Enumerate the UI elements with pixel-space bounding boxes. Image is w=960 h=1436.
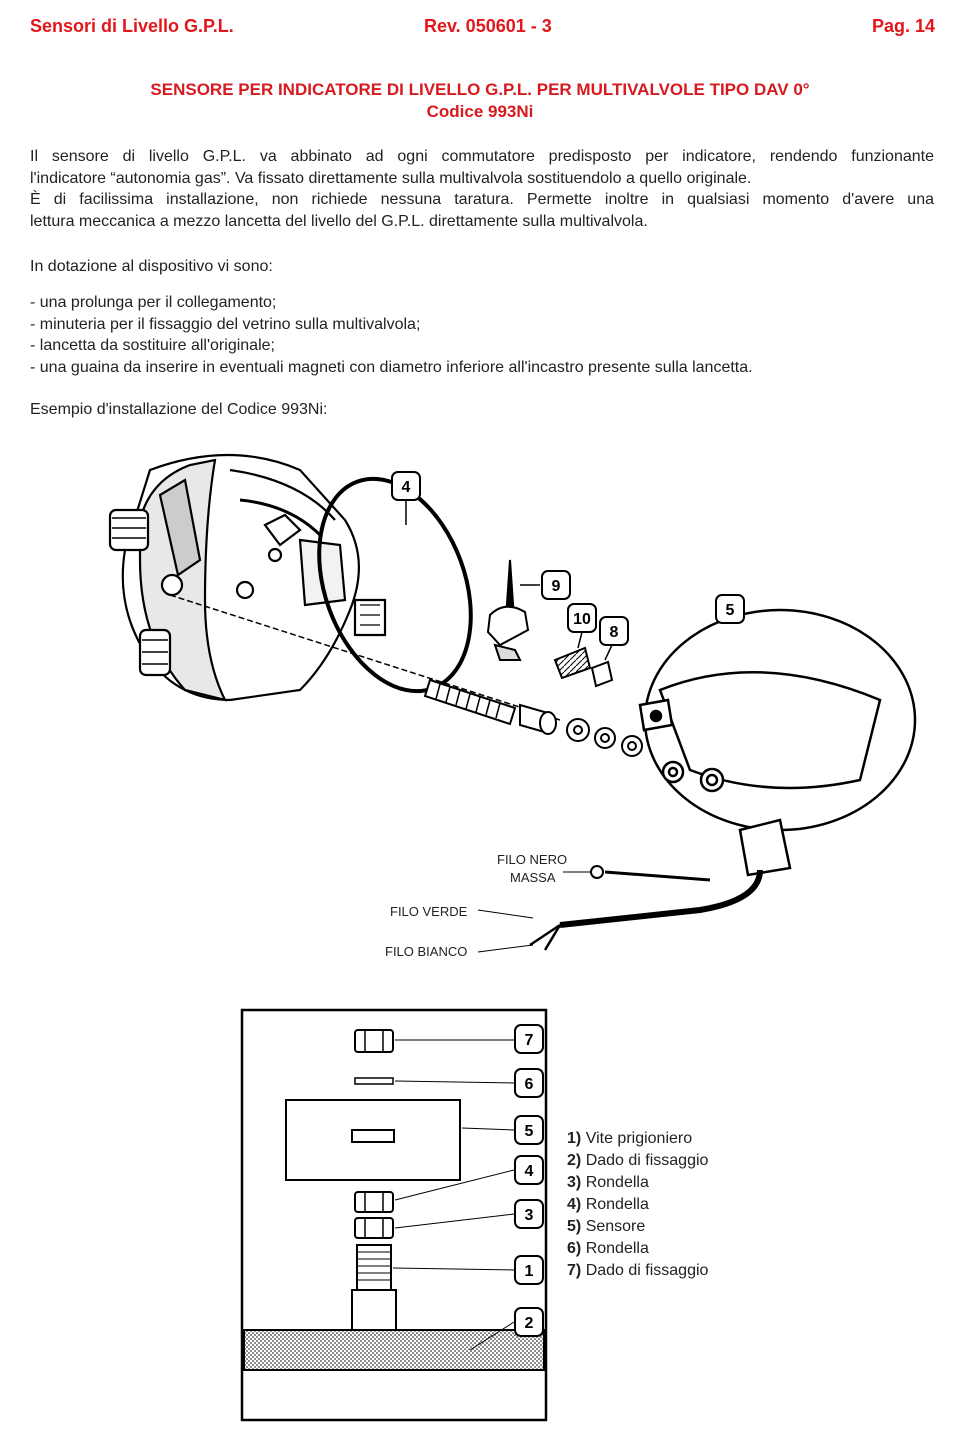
- intro-line: l'indicatore “autonomia gas”. Va fissato…: [30, 169, 752, 187]
- intro-line: È di facilissima installazione, non rich…: [30, 191, 934, 208]
- list-item: - una guaina da inserire in eventuali ma…: [30, 358, 753, 376]
- wire-label-ground: MASSA: [510, 870, 556, 885]
- callout-5b-label: 5: [525, 1123, 534, 1140]
- legend-item: 5) Sensore: [567, 1218, 646, 1235]
- parts-legend: 1) Vite prigioniero 2) Dado di fissaggio…: [567, 1128, 708, 1282]
- ground-terminal: [590, 865, 604, 879]
- callout-10-label: 10: [573, 611, 591, 628]
- magnet-pin: [590, 660, 614, 688]
- legend-item: 7) Dado di fissaggio: [567, 1262, 709, 1279]
- sheath: [553, 646, 592, 680]
- wire-label-black: FILO NERO: [497, 852, 568, 867]
- list-item: - una prolunga per il collegamento;: [30, 294, 277, 311]
- kit-heading: In dotazione al dispositivo vi sono:: [30, 258, 273, 275]
- callout-5-label: 5: [726, 602, 735, 619]
- wire-label-green: FILO VERDE: [390, 904, 468, 919]
- legend-item: 4) Rondella: [567, 1196, 649, 1213]
- example-heading: Esempio d'installazione del Codice 993Ni…: [30, 401, 328, 418]
- assembly-axis: [169, 594, 561, 721]
- kit-list: - una prolunga per il collegamento; - mi…: [30, 292, 753, 378]
- wire-label-white: FILO BIANCO: [385, 944, 468, 959]
- product-code: Codice 993Ni: [426, 102, 534, 121]
- list-item: - minuteria per il fissaggio del vetrino…: [30, 315, 421, 333]
- callout-8-label: 8: [610, 624, 619, 641]
- header-doc-title: Sensori di Livello G.P.L.: [30, 16, 234, 36]
- legend-item: 2) Dado di fissaggio: [567, 1152, 709, 1169]
- callout-6-label: 6: [525, 1076, 534, 1093]
- page-title: SENSORE PER INDICATORE DI LIVELLO G.P.L.…: [150, 80, 810, 99]
- callout-1-label: 1: [525, 1263, 534, 1280]
- list-item: - lancetta da sostituire all'originale;: [30, 337, 275, 354]
- cable: [559, 869, 763, 928]
- callout-2-label: 2: [525, 1315, 534, 1332]
- header-revision: Rev. 050601 - 3: [424, 16, 552, 36]
- intro-line: Il sensore di livello G.P.L. va abbinato…: [30, 148, 934, 165]
- threaded-stud: [423, 678, 517, 726]
- legend-item: 6) Rondella: [567, 1240, 649, 1257]
- callout-7-label: 7: [525, 1032, 534, 1049]
- legend-item: 1) Vite prigioniero: [567, 1130, 693, 1147]
- callout-4b-label: 4: [525, 1163, 534, 1180]
- header-page-number: Pag. 14: [872, 16, 936, 36]
- needle-pointer: [486, 559, 530, 661]
- section-diagram: [240, 1008, 548, 1422]
- legend-item: 3) Rondella: [567, 1174, 649, 1191]
- sensor-body: [638, 608, 917, 877]
- callout-3-label: 3: [525, 1207, 534, 1224]
- callout-9-label: 9: [552, 578, 561, 595]
- intro-line: lettura meccanica a mezzo lancetta del l…: [30, 212, 648, 230]
- multivalve-body: [108, 453, 387, 702]
- intro-paragraph: Il sensore di livello G.P.L. va abbinato…: [30, 146, 934, 232]
- callout-4-label: 4: [402, 479, 411, 496]
